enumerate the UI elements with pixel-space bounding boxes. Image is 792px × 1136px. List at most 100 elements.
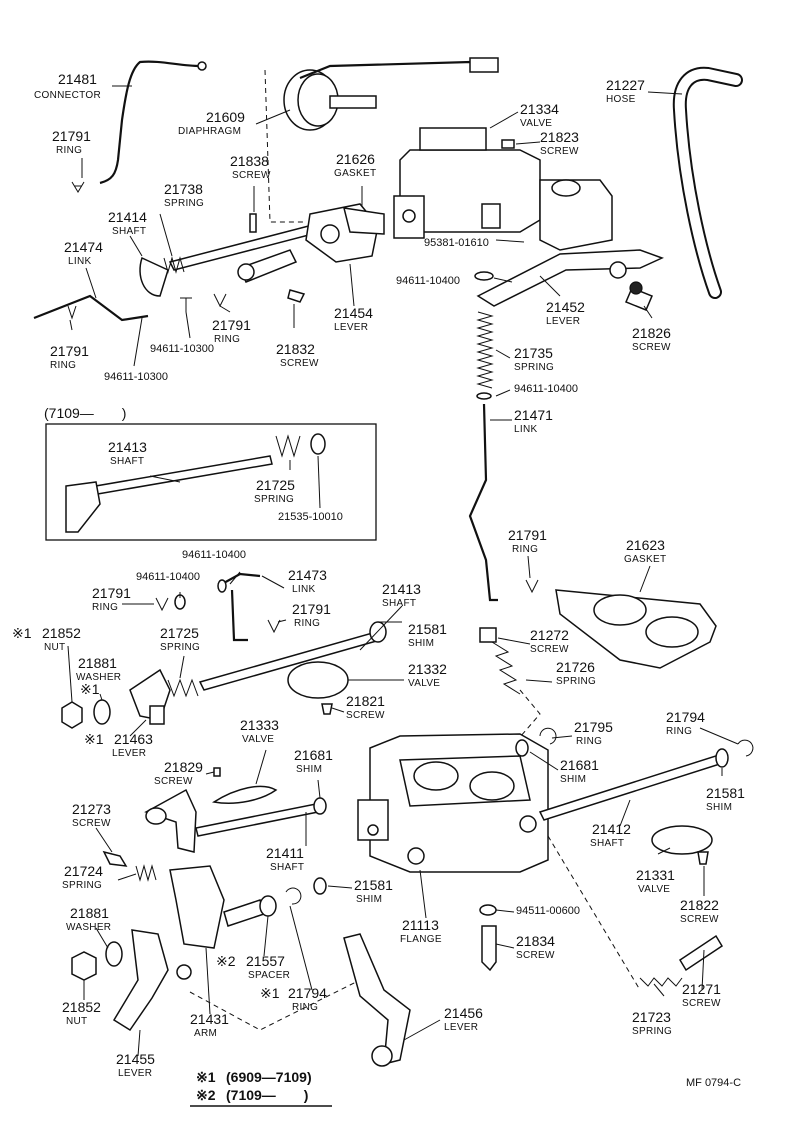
part-name: SCREW — [632, 342, 671, 353]
part-name: SCREW — [680, 914, 719, 925]
part-name: SCREW — [72, 818, 111, 829]
dash-diaphragm-link — [264, 69, 305, 223]
shaft-21411-knob — [145, 807, 167, 825]
lever-21456-eye — [371, 1045, 393, 1067]
part-code: 21535-10010 — [278, 511, 343, 523]
part-name: SCREW — [682, 998, 721, 1009]
part-labels: 21481 CONNECTOR 21791 RING 21609 DIAPHRA… — [34, 71, 745, 1079]
part-name: RING — [50, 360, 76, 371]
part-number: 21852 — [42, 625, 81, 641]
part-number: 21791 — [50, 343, 89, 359]
figure-code: MF 0794-C — [686, 1077, 741, 1089]
part-name: SHIM — [408, 638, 434, 649]
part-name: LINK — [292, 584, 315, 595]
spacer-21557 — [259, 895, 277, 917]
flange-right-boss — [519, 815, 537, 833]
choke-port — [551, 179, 581, 197]
part-name: SHIM — [356, 894, 382, 905]
ring-clip-top — [71, 181, 85, 193]
flange-boss-hole — [367, 824, 379, 836]
part-code: 95381-01610 — [424, 237, 489, 249]
part-number: 21791 — [92, 585, 131, 601]
part-name: LEVER — [334, 322, 368, 333]
shaft-21411-arm — [144, 788, 197, 853]
part-number: 21271 — [682, 981, 721, 997]
part-number: 21452 — [546, 299, 585, 315]
lever-link-eye — [237, 263, 255, 281]
part-name: SHAFT — [110, 456, 144, 467]
part-number: 21623 — [626, 537, 665, 553]
part-name: DIAPHRAGM — [178, 126, 241, 137]
part-name: LEVER — [112, 748, 146, 759]
part-name: SPRING — [514, 362, 554, 373]
part-number: 21455 — [116, 1051, 155, 1067]
shaft-21414-arm — [139, 256, 169, 297]
part-number: 21414 — [108, 209, 147, 225]
part-number: 21113 — [402, 917, 439, 933]
part-number: 21473 — [288, 567, 327, 583]
washer-94611-left — [180, 297, 192, 312]
connector-end — [197, 61, 207, 71]
part-code: 94611-10400 — [514, 383, 578, 395]
gasket-bore-1 — [593, 594, 647, 626]
ring-21794a — [737, 739, 754, 757]
part-name: SCREW — [530, 644, 569, 655]
part-number: 21829 — [164, 759, 203, 775]
part-number: 21431 — [190, 1011, 229, 1027]
part-name: SHAFT — [270, 862, 304, 873]
note-2-mark: ※2 — [196, 1087, 216, 1103]
part-number: 21609 — [206, 109, 245, 125]
part-name: LEVER — [118, 1068, 152, 1079]
part-name: SCREW — [280, 358, 319, 369]
flange-bore-1 — [413, 761, 459, 791]
part-name: CONNECTOR — [34, 90, 101, 101]
legend-notes: ※1 (6909—7109) ※2 (7109— ) — [190, 1069, 332, 1107]
part-number: 21411 — [266, 845, 304, 861]
part-name: SHIM — [560, 774, 586, 785]
lever-21454-hub — [320, 224, 340, 244]
shim-21681a — [313, 797, 327, 815]
inset-frame — [45, 423, 377, 541]
part-name: LEVER — [444, 1022, 478, 1033]
arm-21431-extension — [223, 899, 265, 927]
valve-21332 — [287, 661, 349, 699]
part-number: 21681 — [294, 747, 333, 763]
part-name: WASHER — [76, 672, 121, 683]
part-name: LEVER — [546, 316, 580, 327]
part-number: 21681 — [560, 757, 599, 773]
part-number: 21794 — [288, 985, 327, 1001]
link-21471 — [468, 403, 498, 602]
spring-21726 — [491, 641, 521, 695]
part-code: 94611-10400 — [136, 571, 200, 583]
part-number: 21332 — [408, 661, 447, 677]
part-name: RING — [292, 1002, 318, 1013]
part-code: 94611-10300 — [104, 371, 168, 383]
part-number: 21852 — [62, 999, 101, 1015]
lever-21463-tab — [149, 705, 165, 725]
part-number: 21227 — [606, 77, 645, 93]
inset-shaft-arm — [65, 481, 101, 533]
mark-symbol: ※1 — [80, 681, 100, 697]
choke-side-housing — [539, 179, 613, 251]
part-name: SCREW — [346, 710, 385, 721]
part-name: SHAFT — [112, 226, 146, 237]
nut-21852b — [71, 951, 97, 981]
part-number: 21881 — [78, 655, 117, 671]
part-number: 21822 — [680, 897, 719, 913]
spring-21724 — [135, 864, 157, 882]
part-number: 21413 — [108, 439, 147, 455]
screw-21832 — [287, 289, 306, 303]
part-number: 21474 — [64, 239, 103, 255]
part-number: 21726 — [556, 659, 595, 675]
part-name: SCREW — [232, 170, 271, 181]
part-number: 21794 — [666, 709, 705, 725]
screw-21821 — [321, 703, 333, 715]
part-number: 21481 — [58, 71, 97, 87]
part-number: 21791 — [212, 317, 251, 333]
marked-part-labels: ※1 21852 NUT 21881 WASHER ※1 ※1 21463 LE… — [12, 625, 327, 1013]
ring-clip-21791b — [67, 305, 77, 320]
arm-21431 — [169, 865, 225, 949]
part-name: SPRING — [62, 880, 102, 891]
part-number: 21725 — [160, 625, 199, 641]
bracket-end — [469, 57, 499, 73]
